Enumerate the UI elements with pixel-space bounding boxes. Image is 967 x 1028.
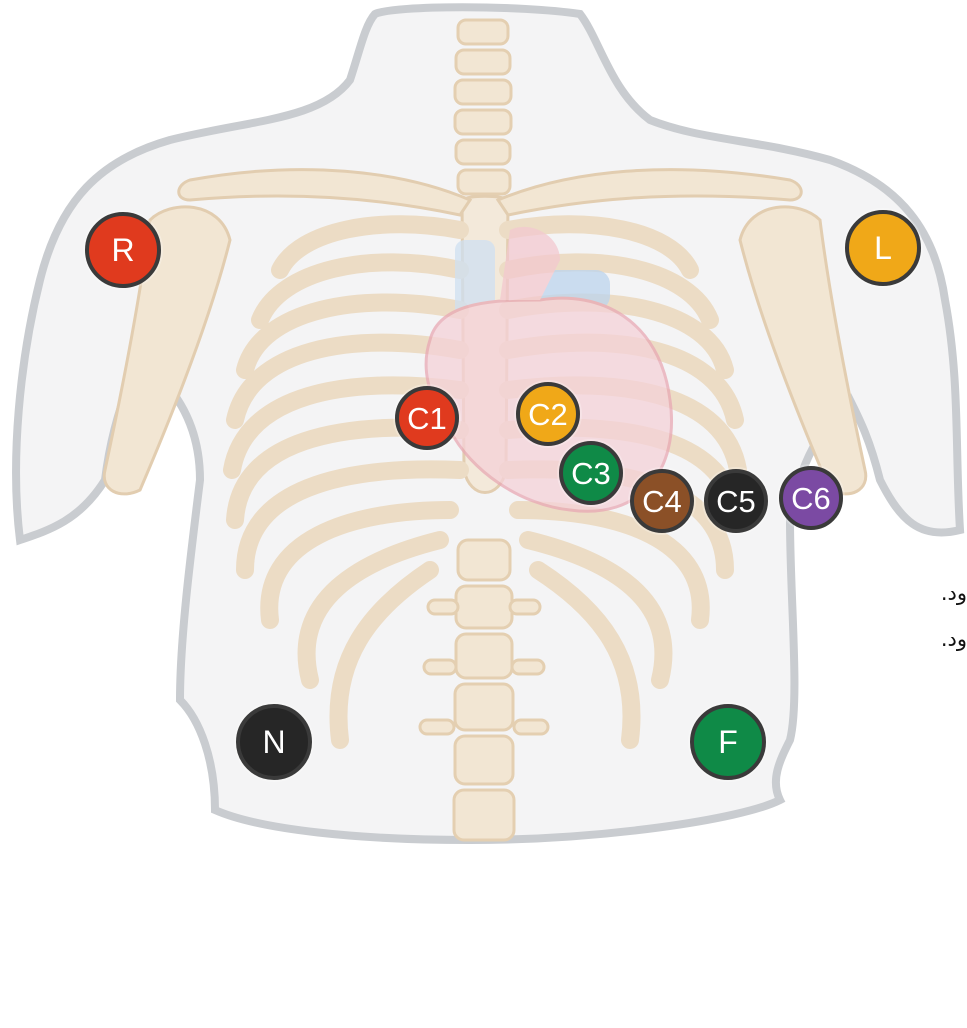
electrode-n: N [236,704,312,780]
electrode-l-label: L [874,232,892,264]
electrode-c1-label: C1 [407,403,447,434]
electrode-c3-label: C3 [571,458,611,489]
electrode-c6: C6 [779,466,843,530]
side-text-line-1: ود. [907,570,967,616]
electrode-c4-label: C4 [642,486,682,517]
electrode-c5: C5 [704,469,768,533]
electrode-c2: C2 [516,382,580,446]
side-text: ود. ود. [907,570,967,662]
electrode-c1: C1 [395,386,459,450]
electrode-r-label: R [111,234,134,266]
side-text-line-2: ود. [907,616,967,662]
electrode-c2-label: C2 [528,399,568,430]
electrode-f: F [690,704,766,780]
electrode-c4: C4 [630,469,694,533]
electrode-n-label: N [262,726,285,758]
electrode-f-label: F [718,726,738,758]
electrode-c6-label: C6 [791,483,831,514]
electrode-l: L [845,210,921,286]
electrode-c3: C3 [559,441,623,505]
electrode-r: R [85,212,161,288]
electrode-c5-label: C5 [716,486,756,517]
